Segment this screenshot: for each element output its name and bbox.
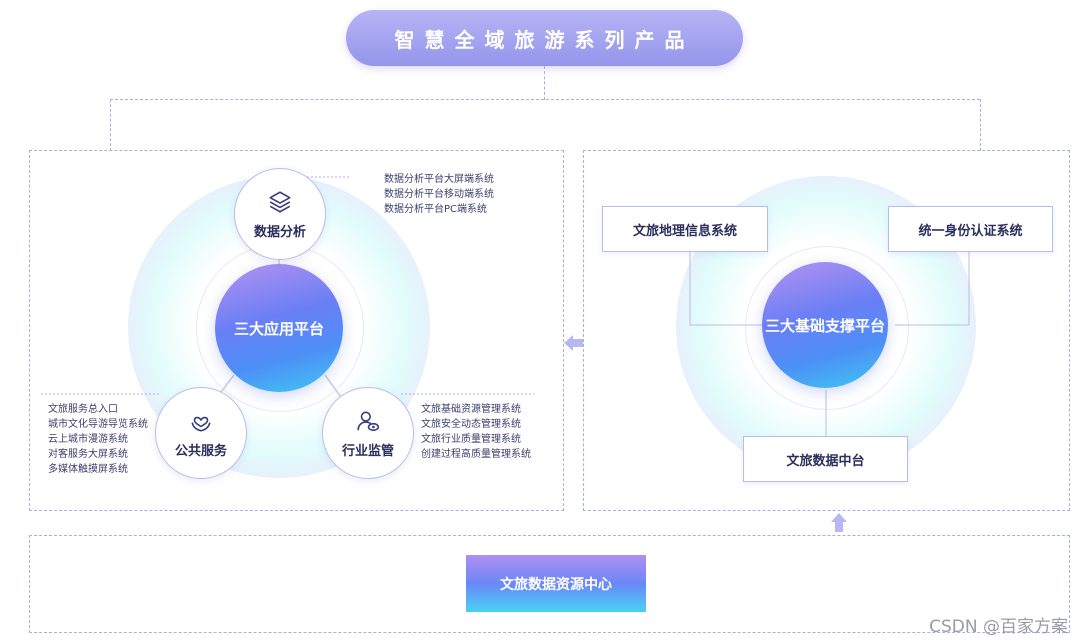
- list-item: 文旅安全动态管理系统: [421, 419, 521, 430]
- list-item: 对客服务大屏系统: [48, 449, 128, 460]
- list-item: 数据分析平台移动端系统: [384, 189, 494, 200]
- list-item: 文旅基础资源管理系统: [421, 404, 521, 415]
- list-item: 多媒体触摸屏系统: [48, 464, 128, 475]
- list-item: 创建过程高质量管理系统: [421, 449, 531, 460]
- list-item: 云上城市漫游系统: [48, 434, 128, 445]
- node-industry-supervision-label: 行业监管: [341, 443, 394, 459]
- data-middle-platform-box[interactable]: 文旅数据中台: [743, 436, 908, 482]
- top-bus-line: [110, 99, 980, 100]
- support-platform-core: 三大基础支撑平台: [762, 262, 888, 388]
- bottom-panel: [29, 535, 1070, 633]
- arrow-left-icon: [564, 335, 583, 351]
- list-item: 数据分析平台PC端系统: [384, 204, 488, 215]
- data-analysis-list: 数据分析平台大屏端系统 数据分析平台移动端系统 数据分析平台PC端系统: [384, 172, 494, 217]
- public-service-list: 文旅服务总入口 城市文化导游导览系统 云上城市漫游系统 对客服务大屏系统 多媒体…: [48, 402, 148, 477]
- node-industry-supervision[interactable]: 行业监管: [322, 387, 414, 479]
- app-platform-core: 三大应用平台: [215, 264, 343, 392]
- layers-icon: [269, 190, 291, 213]
- left-panel: [29, 150, 564, 511]
- industry-list: 文旅基础资源管理系统 文旅安全动态管理系统 文旅行业质量管理系统 创建过程高质量…: [421, 402, 531, 462]
- user-eye-icon: [357, 411, 380, 431]
- node-public-service-label: 公共服务: [174, 443, 227, 459]
- title-connector: [544, 66, 545, 100]
- arrow-up-icon: [831, 513, 847, 532]
- node-public-service[interactable]: 公共服务: [155, 387, 247, 479]
- heart-hands-icon: [191, 416, 211, 432]
- watermark: CSDN @百家方案: [929, 617, 1068, 637]
- list-item: 数据分析平台大屏端系统: [384, 174, 494, 185]
- right-connectors: [689, 250, 970, 436]
- node-data-analysis[interactable]: 数据分析: [234, 168, 326, 260]
- gis-system-box[interactable]: 文旅地理信息系统: [602, 206, 768, 252]
- left-drop-line: [110, 99, 111, 151]
- data-resource-center: 文旅数据资源中心: [466, 555, 646, 612]
- list-item: 文旅服务总入口: [48, 404, 118, 415]
- identity-auth-box[interactable]: 统一身份认证系统: [888, 206, 1053, 252]
- node-data-analysis-label: 数据分析: [253, 224, 306, 240]
- list-item: 城市文化导游导览系统: [48, 419, 148, 430]
- page-title: 智慧全域旅游系列产品: [346, 10, 743, 66]
- right-panel: [583, 150, 1070, 511]
- right-drop-line: [980, 99, 981, 151]
- list-item: 文旅行业质量管理系统: [421, 434, 521, 445]
